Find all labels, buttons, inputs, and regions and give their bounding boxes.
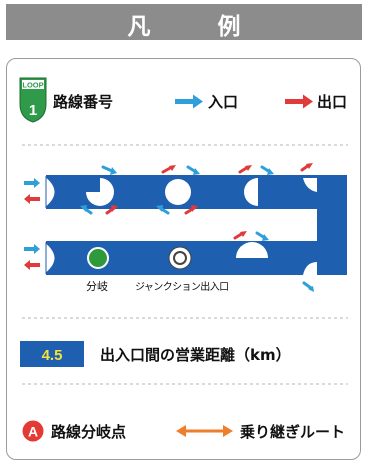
distance-value: 4.5: [42, 347, 63, 364]
left-exit-arrow-bottom: [24, 260, 40, 270]
branch-green-circle: [87, 247, 109, 269]
interchange-half-symbol: [244, 178, 258, 206]
distance-box: [20, 341, 84, 367]
exit-label: 出口: [317, 93, 348, 111]
interchange-quarter-symbol: [86, 178, 114, 206]
branch-point-label: 路線分岐点: [51, 423, 127, 441]
branch-label: 分岐: [86, 280, 108, 293]
route-number-label: 路線番号: [53, 93, 114, 111]
interchange-corner-symbol-top: [303, 178, 317, 192]
road-diagram: [24, 163, 347, 292]
branch-point-marker-letter: A: [28, 424, 38, 440]
entrance-label: 入口: [208, 93, 239, 111]
left-entrance-arrow-bottom: [24, 244, 40, 254]
legend-title: 凡 例: [127, 14, 263, 40]
left-entrance-arrow-top: [24, 178, 40, 188]
exit-arrow-icon: [285, 94, 313, 109]
entrance-arrow-icon: [175, 94, 203, 109]
junction-symbol-inner: [173, 251, 187, 265]
road-end-cap-top: [45, 175, 56, 209]
interchange-full-symbol: [165, 179, 191, 205]
junction-label: ジャンクション出入口: [135, 282, 229, 293]
loop-badge-number: 1: [29, 102, 37, 119]
loop-shield-icon: [19, 77, 47, 123]
distance-label: 出入口間の営業距離（km）: [100, 346, 291, 364]
transfer-route-arrow-icon: [176, 425, 233, 437]
road-end-cap-bottom: [45, 241, 56, 275]
legend-title-bar: 凡 例: [6, 4, 362, 40]
branch-point-marker-icon: [22, 420, 44, 442]
interchange-dome-symbol: [236, 242, 268, 258]
transfer-route-label: 乗り継ぎルート: [240, 423, 346, 441]
loop-badge-top-text: LOOP: [22, 81, 43, 90]
left-exit-arrow-top: [24, 194, 40, 204]
interchange-corner-symbol-bottom: [303, 262, 317, 275]
